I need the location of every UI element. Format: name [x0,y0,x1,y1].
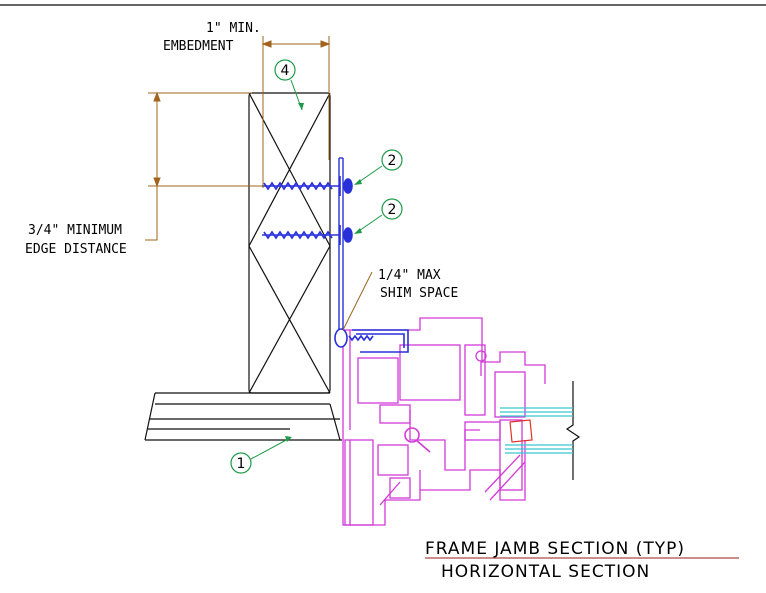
screw-upper [262,176,353,196]
wood-buck [248,92,331,394]
break-line [565,381,581,480]
edge-distance-label-line1: 3/4" MINIMUM [28,223,122,238]
svg-text:2: 2 [388,153,397,169]
svg-text:1: 1 [237,456,246,472]
window-frame-profile [342,317,546,526]
frame-screw-top [475,350,487,376]
embedment-label-line2: EMBEDMENT [163,39,234,54]
svg-text:4: 4 [281,63,290,79]
frame-hardware-center [404,427,431,453]
drawing-subtitle: HORIZONTAL SECTION [441,562,650,582]
callout-bubble-2-upper: 2 [354,149,403,185]
dimension-edge-distance [145,91,262,241]
embedment-label-line1: 1" MIN. [206,21,261,36]
callout-bubble-2-lower: 2 [354,198,403,234]
glazing [500,407,573,454]
screw-lower [262,225,353,245]
callout-bubble-4: 4 [274,59,304,111]
glazing-gasket [509,419,533,443]
shim-leader [342,271,373,331]
mounting-clip [334,328,409,353]
drawing-title: FRAME JAMB SECTION (TYP) [425,539,685,559]
dimension-embedment [261,36,331,188]
callout-bubble-1: 1 [230,436,292,474]
shim-label-line1: 1/4" MAX [378,268,441,283]
svg-text:2: 2 [388,202,397,218]
shim-label-line2: SHIM SPACE [380,286,458,301]
wall-substrate [144,392,342,441]
edge-distance-label-line2: EDGE DISTANCE [25,242,127,257]
